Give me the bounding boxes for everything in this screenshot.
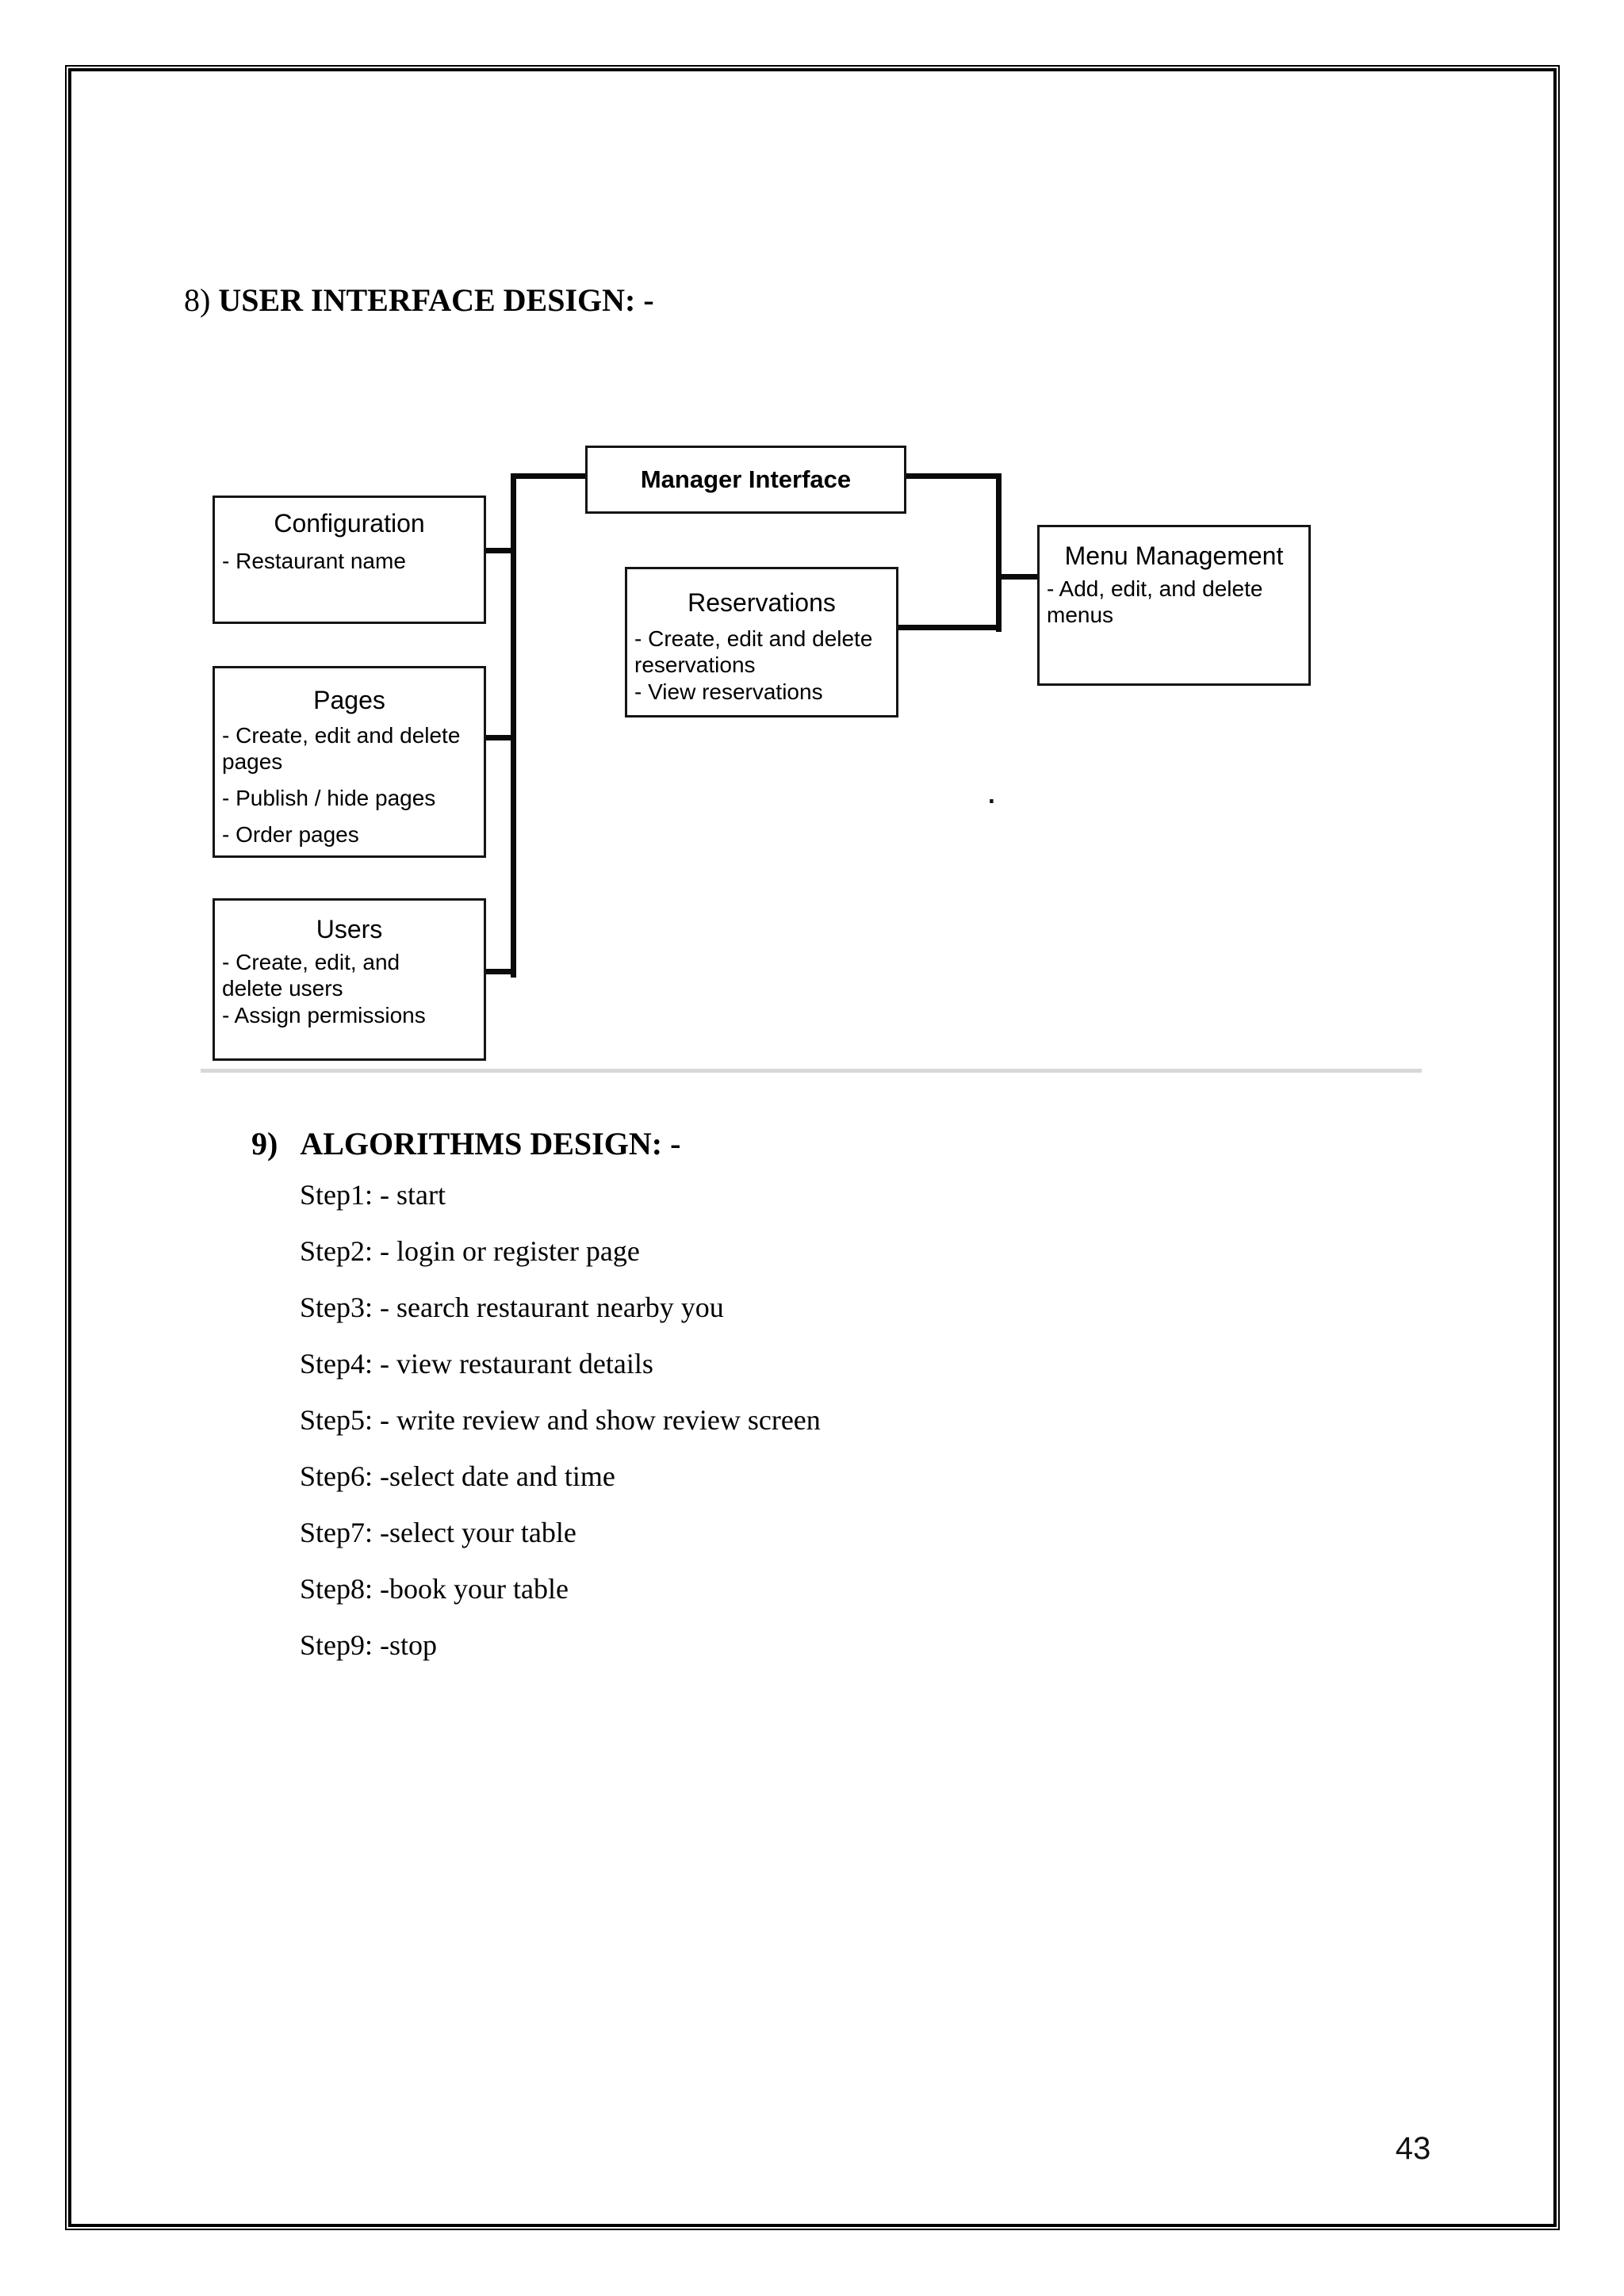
stray-period-mark: .	[986, 770, 997, 811]
page-number: 43	[1395, 2131, 1431, 2166]
section-9-number: 9)	[251, 1126, 278, 1161]
menu-management-title: Menu Management	[1064, 541, 1284, 570]
connector-configuration	[485, 548, 515, 553]
pages-item: - Publish / hide pages	[222, 785, 436, 810]
algorithm-step: Step5: - write review and show review sc…	[300, 1404, 821, 1436]
configuration-title: Configuration	[274, 509, 425, 538]
reservations-item: - Create, edit and delete reservations	[634, 626, 873, 678]
reservations-title: Reservations	[688, 588, 836, 617]
pages-item: - Create, edit and delete pages	[222, 722, 461, 775]
configuration-item: - Restaurant name	[222, 548, 406, 573]
section-divider-line	[201, 1069, 1422, 1073]
diagram-box-pages: Pages - Create, edit and delete pages - …	[213, 666, 486, 858]
section-9-title: ALGORITHMS DESIGN: -	[300, 1126, 681, 1161]
pages-title: Pages	[313, 686, 385, 714]
pages-item: - Order pages	[222, 821, 359, 847]
users-item: - Assign permissions	[222, 1002, 426, 1027]
diagram-box-manager-interface: Manager Interface	[585, 446, 906, 514]
diagram-box-reservations: Reservations - Create, edit and delete r…	[625, 567, 898, 718]
page-border-frame-inner	[68, 68, 1557, 2227]
algorithm-step: Step3: - search restaurant nearby you	[300, 1292, 724, 1323]
section-8-number: 8)	[184, 282, 211, 318]
section-9-heading: 9) ALGORITHMS DESIGN: -	[251, 1126, 680, 1162]
connector-menu-management	[998, 574, 1039, 580]
connector-right-trunk	[996, 473, 1002, 632]
connector-manager-right	[905, 473, 1002, 479]
algorithm-step: Step4: - view restaurant details	[300, 1348, 653, 1380]
algorithm-step: Step8: -book your table	[300, 1573, 569, 1605]
connector-users	[485, 969, 515, 974]
algorithm-step: Step6: -select date and time	[300, 1460, 615, 1492]
diagram-box-users: Users - Create, edit, and delete users -…	[213, 898, 486, 1061]
section-8-title: USER INTERFACE DESIGN: -	[218, 282, 654, 318]
diagram-box-configuration: Configuration - Restaurant name	[213, 496, 486, 624]
users-title: Users	[316, 915, 383, 943]
page-border-frame	[65, 65, 1560, 2230]
algorithm-step: Step7: -select your table	[300, 1517, 576, 1548]
reservations-item: - View reservations	[634, 679, 823, 704]
connector-manager-left	[512, 473, 587, 479]
users-item: - Create, edit, and delete users	[222, 949, 400, 1001]
algorithm-step: Step2: - login or register page	[300, 1235, 640, 1267]
connector-pages	[485, 735, 515, 740]
algorithm-step: Step9: -stop	[300, 1629, 438, 1661]
section-8-heading: 8)USER INTERFACE DESIGN: -	[184, 282, 654, 319]
manager-interface-title: Manager Interface	[640, 465, 852, 493]
connector-reservations	[897, 625, 1000, 630]
connector-left-trunk	[511, 473, 516, 978]
menu-management-item: - Add, edit, and delete menus	[1047, 576, 1263, 628]
algorithm-steps-list: Step1: - start Step2: - login or registe…	[300, 1167, 821, 1674]
algorithm-step: Step1: - start	[300, 1179, 446, 1211]
diagram-box-menu-management: Menu Management - Add, edit, and delete …	[1037, 525, 1311, 686]
